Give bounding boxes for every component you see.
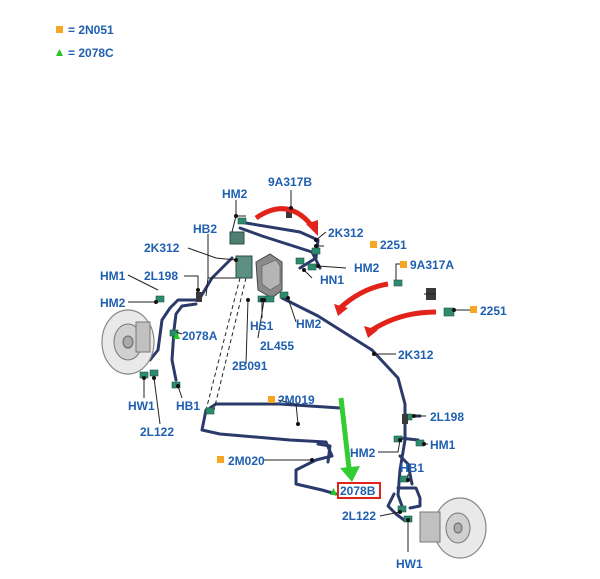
flow-arrows (254, 206, 437, 338)
label-2k312-left: 2K312 (144, 241, 180, 255)
label-2l122-left: 2L122 (140, 425, 174, 439)
highlight-box-2078b (337, 482, 381, 499)
label-2l455: 2L455 (260, 339, 294, 353)
flow-arrow-top (254, 206, 314, 228)
label-2251-top: 2251 (380, 238, 407, 252)
label-2k312-top: 2K312 (328, 226, 364, 240)
label-hs1: HS1 (250, 319, 274, 333)
label-2l198-left: 2L198 (144, 269, 178, 283)
label-9a317b: 9A317B (268, 175, 312, 189)
label-2k312-right: 2K312 (398, 348, 434, 362)
flow-arrow-low-head (364, 326, 378, 338)
label-hm1-left: HM1 (100, 269, 126, 283)
label-9a317a: 9A317A (410, 258, 454, 272)
legend-square-icon (56, 26, 63, 33)
square-marker-2251-right (470, 306, 477, 313)
brake-lines (148, 220, 422, 522)
label-2078b: 2078B (340, 484, 376, 498)
fittings (139, 208, 455, 523)
label-hb1-left: HB1 (176, 399, 200, 413)
callout-labels: HM2 9A317B HB2 2K312 2251 2K312 HM2 9A31… (100, 175, 507, 571)
legend-item-2n051: = 2N051 (68, 23, 114, 37)
label-2b091: 2B091 (232, 359, 268, 373)
triangle-marker-2078a (173, 332, 180, 339)
flow-arrow-mid-head (334, 304, 348, 316)
triangle-marker-2078b (330, 488, 337, 495)
label-hb1-right: HB1 (400, 461, 424, 475)
label-hm2-top: HM2 (222, 187, 248, 201)
label-2l198-right: 2L198 (430, 410, 464, 424)
abs-module (229, 231, 283, 299)
label-2l122-right: 2L122 (342, 509, 376, 523)
label-hb2: HB2 (193, 222, 217, 236)
legend-triangle-icon (56, 49, 63, 56)
green-pointer-arrow (338, 397, 360, 482)
flow-arrow-mid (338, 281, 389, 310)
label-2m019: 2M019 (278, 393, 315, 407)
square-marker-2m020 (217, 456, 224, 463)
label-2m020: 2M020 (228, 454, 265, 468)
flow-arrow-top-head (306, 220, 318, 236)
label-hm2-center: HM2 (296, 317, 322, 331)
leader-lines (127, 190, 470, 552)
square-marker-2251-top (370, 241, 377, 248)
label-hw1-right: HW1 (396, 557, 423, 571)
guide-lines (205, 277, 247, 411)
square-marker-9a317a (400, 261, 407, 268)
label-2078a: 2078A (182, 329, 218, 343)
label-hm1-right: HM1 (430, 438, 456, 452)
label-hm2-left: HM2 (100, 296, 126, 310)
legend: = 2N051 = 2078C (56, 23, 114, 60)
legend-item-2078c: = 2078C (68, 46, 114, 60)
rear-right-brake-disc (419, 497, 487, 559)
label-hm2-right: HM2 (350, 446, 376, 460)
square-marker-2m019 (268, 396, 275, 403)
label-hm2-mid: HM2 (354, 261, 380, 275)
callout-markers (173, 241, 477, 499)
label-hn1: HN1 (320, 273, 344, 287)
front-left-brake-disc (101, 309, 155, 375)
label-hw1-left: HW1 (128, 399, 155, 413)
label-2251-right: 2251 (480, 304, 507, 318)
flow-arrow-low (370, 309, 437, 333)
